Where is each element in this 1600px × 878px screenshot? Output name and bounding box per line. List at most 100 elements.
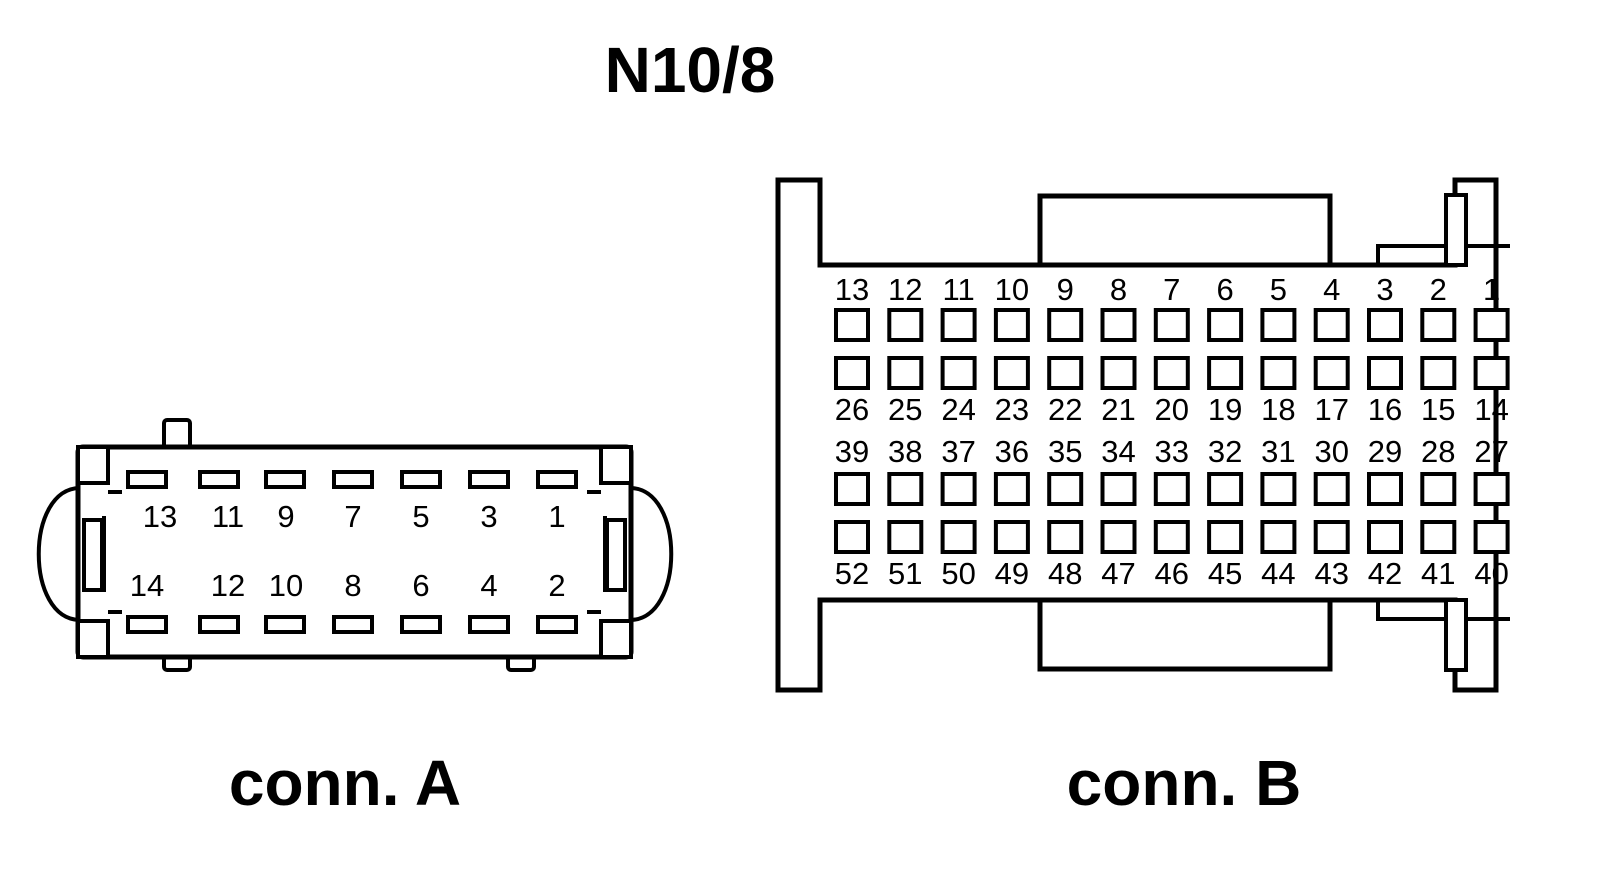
connector-a-pin-label: 4	[480, 568, 497, 603]
connector-b-bottom-key	[1037, 597, 1333, 672]
connector-a-pin-label: 2	[548, 568, 565, 603]
connector-b-pin-slot	[1420, 472, 1457, 506]
connector-b-pin-label: 44	[1261, 556, 1295, 591]
connector-b-pin-label: 43	[1314, 556, 1348, 591]
connector-b-pin-label: 7	[1163, 272, 1180, 307]
connector-b-pin-label: 19	[1208, 392, 1242, 427]
connector-b-pin-label: 50	[941, 556, 975, 591]
connector-b-pin-slot	[1260, 356, 1297, 390]
connector-b-pin-label: 20	[1155, 392, 1189, 427]
connector-b-pin-slot	[1100, 472, 1137, 506]
connector-b-pin-label: 4	[1323, 272, 1340, 307]
diagram-title: N10/8	[605, 34, 776, 106]
connector-a-pin-slot	[332, 615, 374, 634]
connector-b-pin-slot	[1420, 308, 1457, 342]
connector-a-pin-slot	[198, 615, 240, 634]
connector-a-pin-label: 12	[211, 568, 245, 603]
connector-b-pin-slot	[1473, 472, 1510, 506]
connector-b-pin-slot	[1153, 356, 1190, 390]
connector-b-pin-slot	[940, 308, 977, 342]
connector-b-pin-slot	[1313, 472, 1350, 506]
connector-b-pin-slots	[834, 308, 1510, 554]
connector-b-pin-label: 26	[835, 392, 869, 427]
connector-a-pin-label: 13	[143, 499, 177, 534]
connector-a-pin-label: 1	[548, 499, 565, 534]
connector-b-top-latch	[1444, 193, 1468, 267]
connector-b-pin-slot	[834, 308, 870, 342]
connector-b-pin-slot	[1420, 520, 1457, 554]
connector-b-pin-label: 2	[1430, 272, 1447, 307]
connector-a-right-latch	[628, 486, 674, 623]
connector-b-pin-label: 28	[1421, 434, 1455, 469]
connector-b-pin-slot	[1047, 520, 1084, 554]
connector-b-pin-label: 30	[1314, 434, 1348, 469]
connector-b-pin-slot	[887, 308, 924, 342]
connector-b-pin-slot	[993, 356, 1030, 390]
connector-b-pin-label: 49	[995, 556, 1029, 591]
connector-b-top-key	[1037, 193, 1333, 268]
connector-a-pin-slot	[400, 470, 442, 489]
connector-b-pin-label: 47	[1101, 556, 1135, 591]
connector-b-pin-label: 42	[1368, 556, 1402, 591]
connector-b-pin-label: 22	[1048, 392, 1082, 427]
connector-b-pin-label: 25	[888, 392, 922, 427]
connector-b-pin-slot	[993, 308, 1030, 342]
connector-b-pin-label: 46	[1155, 556, 1189, 591]
connector-a-pin-label: 9	[277, 499, 294, 534]
connector-b-pin-slot	[1207, 520, 1244, 554]
connector-b-pin-label: 38	[888, 434, 922, 469]
connector-b-pin-slot	[887, 356, 924, 390]
connector-a-pin-label: 6	[412, 568, 429, 603]
connector-b-pin-label: 8	[1110, 272, 1127, 307]
connector-b-pin-label: 39	[835, 434, 869, 469]
connector-b-pin-slot	[1260, 472, 1297, 506]
connector-b-top-ledge	[1376, 244, 1510, 265]
connector-b-pin-label: 35	[1048, 434, 1082, 469]
connector-a-pin-label: 8	[344, 568, 361, 603]
connector-b-pin-slot	[1153, 472, 1190, 506]
connector-b-bottom-latch	[1444, 598, 1468, 672]
connector-b-pin-slot	[887, 472, 924, 506]
connector-b-pin-slot	[1473, 520, 1510, 554]
connector-b-pin-slot	[1207, 472, 1244, 506]
connector-b-pin-label: 34	[1101, 434, 1135, 469]
connector-b-pin-slot	[1047, 308, 1084, 342]
connector-b-pin-slot	[1207, 356, 1244, 390]
connector-b-pin-slot	[1100, 356, 1137, 390]
connector-a-pin-slot	[264, 470, 306, 489]
connector-a-pin-slots	[126, 470, 578, 634]
connector-a-corner	[599, 619, 633, 659]
connector-b-pin-label: 45	[1208, 556, 1242, 591]
connector-a-pin-slot	[468, 470, 510, 489]
connector-a-pin-label: 10	[269, 568, 303, 603]
connector-b-pin-label: 36	[995, 434, 1029, 469]
connector-b-pin-slot	[1047, 472, 1084, 506]
connector-b-pin-slot	[1100, 308, 1137, 342]
connector-b-pin-label: 40	[1474, 556, 1508, 591]
connector-b-pin-label: 16	[1368, 392, 1402, 427]
connector-b-pin-slot	[1420, 356, 1457, 390]
connector-a-pin-slot	[332, 470, 374, 489]
connector-b-pin-label: 6	[1216, 272, 1233, 307]
connector-b-pin-label: 24	[941, 392, 975, 427]
connector-b-caption: conn. B	[1067, 747, 1302, 819]
connector-b-pin-slot	[940, 356, 977, 390]
connector-b-pin-label: 21	[1101, 392, 1135, 427]
connector-b-pin-slot	[1313, 356, 1350, 390]
connector-a-right-guide-slot	[605, 518, 627, 592]
connector-b-pin-slot	[1207, 308, 1244, 342]
connector-b-pin-label: 5	[1270, 272, 1287, 307]
connector-b-pin-slot	[940, 520, 977, 554]
connector-b-pin-slot	[1473, 356, 1510, 390]
connector-b-pin-label: 3	[1376, 272, 1393, 307]
connector-a-pin-label: 5	[412, 499, 429, 534]
connector-b-pin-label: 29	[1368, 434, 1402, 469]
connector-b-pin-label: 13	[835, 272, 869, 307]
connector-a-housing	[75, 444, 634, 660]
connector-b-pin-label: 10	[995, 272, 1029, 307]
connector-b-pin-slot	[887, 520, 924, 554]
